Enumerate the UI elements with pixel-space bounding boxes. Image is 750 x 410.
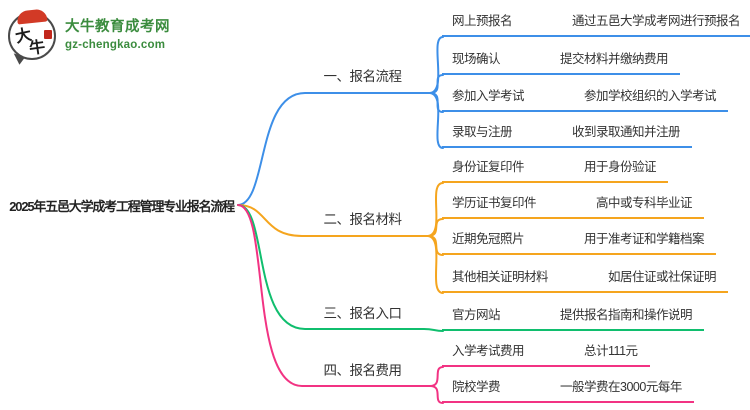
node-label: 学历证书复印件 — [452, 196, 537, 210]
logo-text-block: 大牛教育成考网 gz-chengkao.com — [65, 12, 170, 51]
node-label: 其他相关证明材料 — [452, 270, 549, 284]
site-name: 大牛教育成考网 — [65, 19, 170, 35]
node-label: 录取与注册 — [452, 125, 513, 139]
node-desc: 参加学校组织的入学考试 — [584, 89, 717, 103]
node-label: 现场确认 — [452, 52, 501, 66]
node-label: 网上预报名 — [452, 14, 513, 28]
daniu-bull-icon: 大 牛 — [8, 8, 56, 60]
branch-node-3: 三、报名入口 — [323, 306, 403, 321]
node-desc: 高中或专科毕业证 — [596, 196, 693, 210]
node-desc: 用于准考证和学籍档案 — [584, 232, 705, 246]
node-row: 现场确认 提交材料并缴纳费用 — [442, 51, 681, 75]
node-desc: 通过五邑大学成考网进行预报名 — [572, 14, 741, 28]
node-row: 网上预报名 通过五邑大学成考网进行预报名 — [442, 13, 750, 37]
node-desc: 用于身份验证 — [584, 160, 657, 174]
node-desc: 提交材料并缴纳费用 — [560, 52, 669, 66]
node-label: 近期免冠照片 — [452, 232, 525, 246]
branch-node-4: 四、报名费用 — [323, 363, 403, 378]
branch2-lines — [237, 182, 444, 294]
node-label: 身份证复印件 — [452, 160, 525, 174]
mindmap-root-title: 2025年五邑大学成考工程管理专业报名流程 — [9, 199, 235, 214]
node-label: 院校学费 — [452, 380, 501, 394]
node-row: 其他相关证明材料 如居住证或社保证明 — [442, 269, 729, 293]
node-row: 近期免冠照片 用于准考证和学籍档案 — [442, 231, 717, 255]
branch1-lines — [237, 36, 444, 206]
branch-node-2: 二、报名材料 — [323, 212, 403, 227]
node-row: 学历证书复印件 高中或专科毕业证 — [442, 195, 705, 219]
node-label: 入学考试费用 — [452, 344, 525, 358]
branch-node-1: 一、报名流程 — [323, 69, 403, 84]
site-url: gz-chengkao.com — [65, 38, 166, 51]
logo-red-seal — [44, 30, 52, 39]
node-row: 入学考试费用 总计111元 — [442, 343, 650, 367]
node-row: 录取与注册 收到录取通知并注册 — [442, 124, 693, 148]
site-logo: 大 牛 大牛教育成考网 gz-chengkao.com — [8, 8, 170, 60]
node-desc: 提供报名指南和操作说明 — [560, 308, 693, 322]
node-desc: 如居住证或社保证明 — [608, 270, 717, 284]
node-row: 身份证复印件 用于身份验证 — [442, 159, 669, 183]
node-desc: 总计111元 — [584, 344, 638, 358]
node-row: 官方网站 提供报名指南和操作说明 — [442, 307, 705, 331]
node-row: 参加入学考试 参加学校组织的入学考试 — [442, 88, 729, 112]
node-label: 官方网站 — [452, 308, 501, 322]
node-desc: 收到录取通知并注册 — [572, 125, 681, 139]
node-row: 院校学费 一般学费在3000元每年 — [442, 379, 694, 403]
node-label: 参加入学考试 — [452, 89, 525, 103]
node-desc: 一般学费在3000元每年 — [560, 380, 682, 394]
